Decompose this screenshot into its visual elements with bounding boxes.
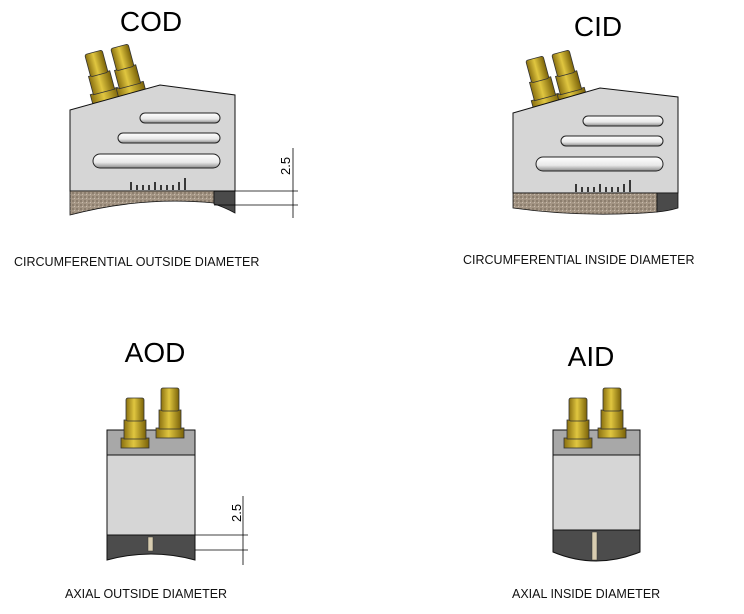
dimension-label: 2.5 [278,157,293,175]
wear-slit [147,536,154,552]
panel-title: CID [574,11,622,42]
probe-body [106,454,196,536]
panel-title: COD [120,6,182,37]
panel-aid: AID AXIAL INSIDE DIAMETER [512,341,660,601]
probe-body [552,454,641,531]
dimension-label: 2.5 [229,504,244,522]
panel-caption: AXIAL INSIDE DIAMETER [512,587,660,601]
wear-slit [591,531,598,561]
wear-face [512,192,658,215]
panel-caption: CIRCUMFERENTIAL INSIDE DIAMETER [463,253,695,267]
panel-cod: COD 2.5 CIRCUMFERENTIAL OUTSIDE DIAMETER [14,6,298,269]
panel-title: AOD [125,337,186,368]
dimension [214,148,298,218]
panel-cid: CID CIRCUMFERENTIAL INSIDE DIAMETER [463,11,695,267]
panel-caption: AXIAL OUTSIDE DIAMETER [65,587,227,601]
panel-aod: AOD 2.5 AXIAL OUTSIDE DIAMETER [65,337,248,601]
wear-face [69,190,215,216]
panel-title: AID [568,341,615,372]
panel-caption: CIRCUMFERENTIAL OUTSIDE DIAMETER [14,255,259,269]
dimension [195,496,248,565]
wear-plate [656,192,679,213]
wear-plate [213,190,236,214]
